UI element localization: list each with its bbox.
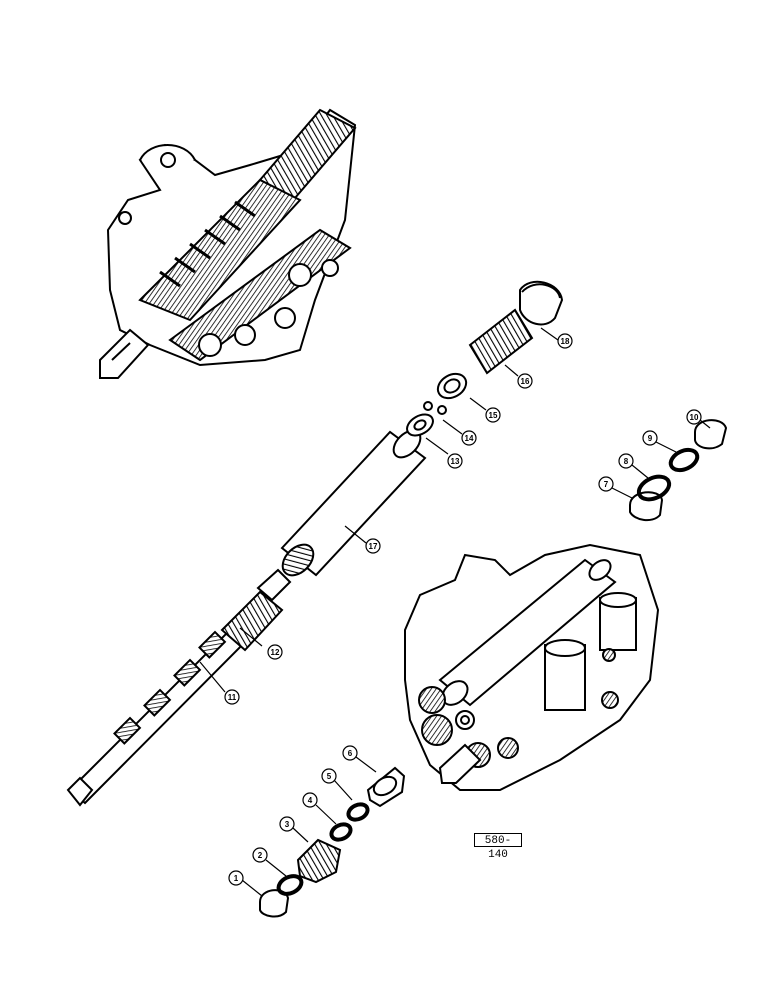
callout-8: 8 [618, 453, 634, 469]
callout-9-label: 9 [648, 434, 653, 443]
callout-10-label: 10 [690, 413, 699, 422]
callout-15-label: 15 [489, 411, 498, 420]
callout-18-label: 18 [561, 337, 570, 346]
callout-14-label: 14 [465, 434, 474, 443]
callout-6-label: 6 [348, 749, 353, 758]
callout-15: 15 [485, 407, 501, 423]
callout-2-label: 2 [258, 851, 263, 860]
callout-16: 16 [517, 373, 533, 389]
callout-11-label: 11 [228, 693, 237, 702]
spool-sleeve [280, 429, 427, 577]
callout-3: 3 [279, 816, 295, 832]
callout-8-label: 8 [624, 457, 629, 466]
leader-lines [199, 327, 711, 897]
callout-1: 1 [228, 870, 244, 886]
callout-4: 4 [302, 792, 318, 808]
callout-13-label: 13 [451, 457, 460, 466]
drawing-reference-code: 580-140 [474, 833, 522, 861]
callout-5-label: 5 [327, 772, 332, 781]
callout-10: 10 [686, 409, 702, 425]
callout-12: 12 [267, 644, 283, 660]
cutaway-valve-assembly [99, 108, 357, 379]
callout-12-label: 12 [271, 648, 280, 657]
callout-1-label: 1 [234, 874, 239, 883]
callout-7-label: 7 [604, 480, 609, 489]
small-parts [406, 280, 564, 437]
callout-11: 11 [224, 689, 240, 705]
inlet-fitting-parts [259, 766, 406, 918]
callout-5: 5 [321, 768, 337, 784]
callout-13: 13 [447, 453, 463, 469]
callout-7: 7 [598, 476, 614, 492]
callout-14: 14 [461, 430, 477, 446]
callout-17: 17 [365, 538, 381, 554]
callout-6: 6 [342, 745, 358, 761]
callout-markers: 1 2 3 4 5 6 7 8 9 10 11 12 13 14 15 16 1… [224, 333, 702, 886]
callout-18: 18 [557, 333, 573, 349]
callout-9: 9 [642, 430, 658, 446]
callout-4-label: 4 [308, 796, 313, 805]
spool-end-fitting [220, 568, 292, 652]
callout-17-label: 17 [369, 542, 378, 551]
callout-3-label: 3 [285, 820, 290, 829]
relief-valve-parts [629, 419, 728, 522]
control-valve-body [404, 543, 660, 791]
callout-2: 2 [252, 847, 268, 863]
callout-16-label: 16 [521, 377, 530, 386]
